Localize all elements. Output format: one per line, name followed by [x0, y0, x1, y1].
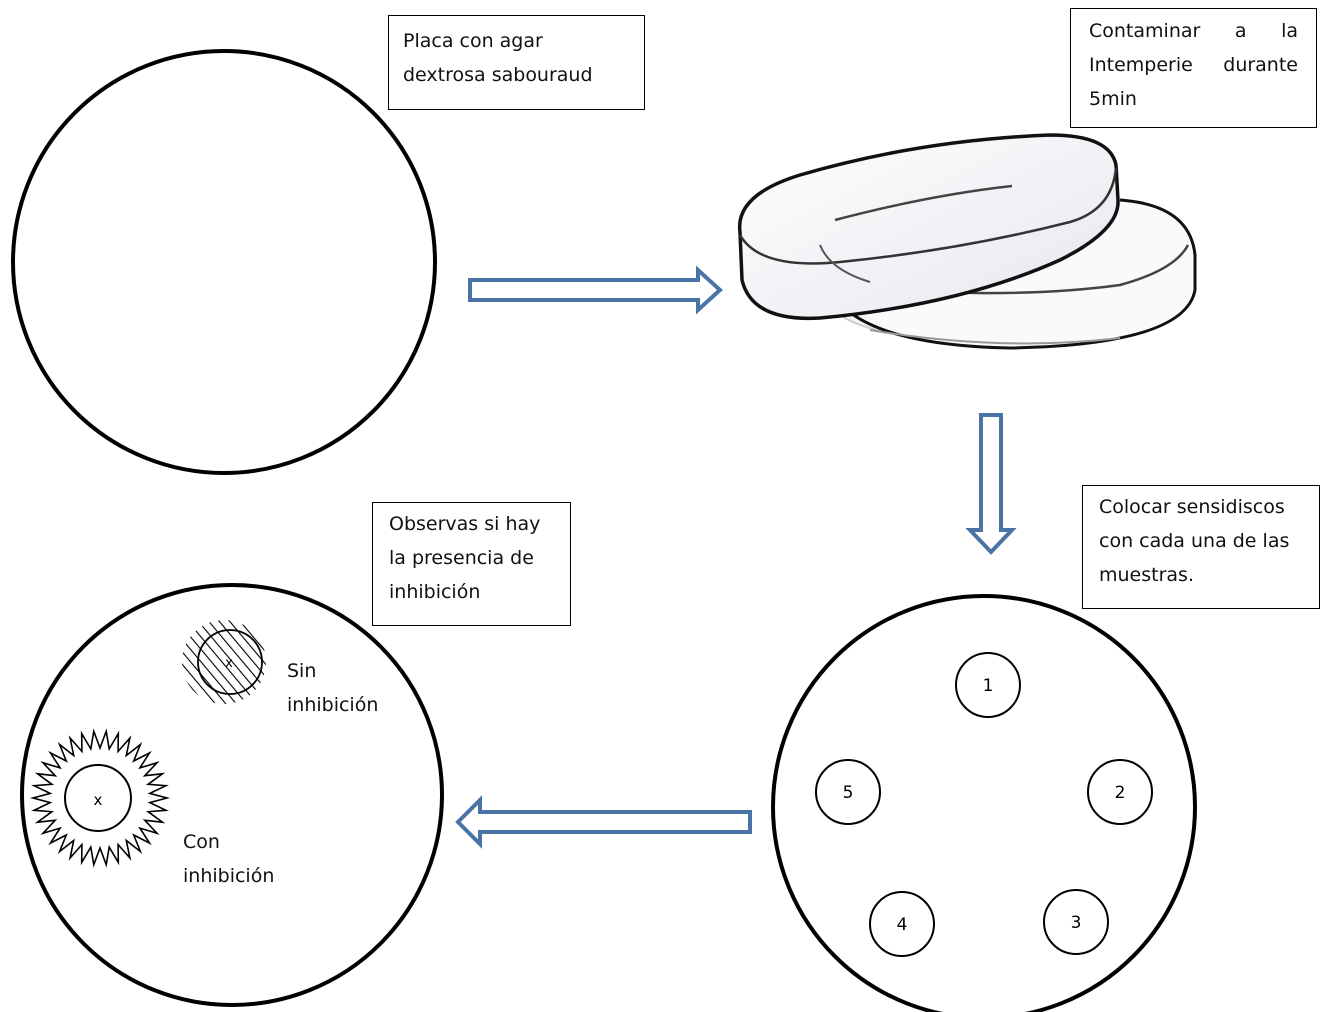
- no-inhibition-line-2: inhibición: [287, 694, 379, 716]
- agar-plate-empty: [11, 49, 437, 475]
- with-inhibition-line-1: Con: [183, 831, 220, 853]
- contaminate-line-2: Intemperie durante: [1089, 54, 1298, 76]
- arrow-left: [455, 795, 752, 849]
- sensidisc-4: 4: [869, 891, 935, 957]
- inhibition-halo-disc: x: [29, 728, 171, 868]
- label-box-observe: Observas si hay la presencia de inhibici…: [372, 502, 571, 626]
- agar-plate-line-2: dextrosa sabouraud: [403, 64, 593, 86]
- svg-text:5: 5: [843, 783, 854, 803]
- label-with-inhibition: Con inhibición: [183, 825, 274, 893]
- no-inhibition-disc: x: [182, 620, 266, 704]
- svg-text:4: 4: [897, 915, 908, 935]
- svg-text:x: x: [94, 791, 103, 809]
- sensidisc-3: 3: [1043, 889, 1109, 955]
- sensidisc-2: 2: [1087, 759, 1153, 825]
- sensidisc-1: 1: [955, 652, 1021, 718]
- no-inhibition-line-1: Sin: [287, 660, 317, 682]
- svg-text:3: 3: [1071, 913, 1082, 933]
- contaminate-line-1: Contaminar a la: [1089, 20, 1298, 42]
- sensidisc-5: 5: [815, 759, 881, 825]
- arrow-right: [468, 265, 723, 315]
- label-box-place-discs: Colocar sensidiscos con cada una de las …: [1082, 485, 1320, 609]
- result-plate: [20, 583, 444, 1007]
- label-box-contaminate: Contaminar a la Intemperie durante 5min: [1070, 8, 1317, 128]
- observe-line-2: la presencia de: [389, 547, 534, 569]
- place-discs-line-1: Colocar sensidiscos: [1099, 496, 1285, 518]
- place-discs-line-2: con cada una de las: [1099, 530, 1290, 552]
- arrow-down: [965, 413, 1017, 555]
- svg-text:2: 2: [1115, 783, 1126, 803]
- label-no-inhibition: Sin inhibición: [287, 654, 378, 722]
- svg-text:1: 1: [983, 676, 994, 696]
- agar-plate-line-1: Placa con agar: [403, 30, 543, 52]
- petri-dish-image: [737, 133, 1197, 350]
- inhibition-halo: [29, 728, 171, 868]
- contaminate-line-3: 5min: [1089, 88, 1137, 110]
- observe-line-1: Observas si hay: [389, 513, 541, 535]
- label-box-agar-plate: Placa con agar dextrosa sabouraud: [388, 15, 645, 110]
- with-inhibition-line-2: inhibición: [183, 865, 275, 887]
- svg-text:x: x: [225, 656, 233, 671]
- sensidisc-plate: [771, 594, 1197, 1012]
- observe-line-3: inhibición: [389, 581, 481, 603]
- place-discs-line-3: muestras.: [1099, 564, 1194, 586]
